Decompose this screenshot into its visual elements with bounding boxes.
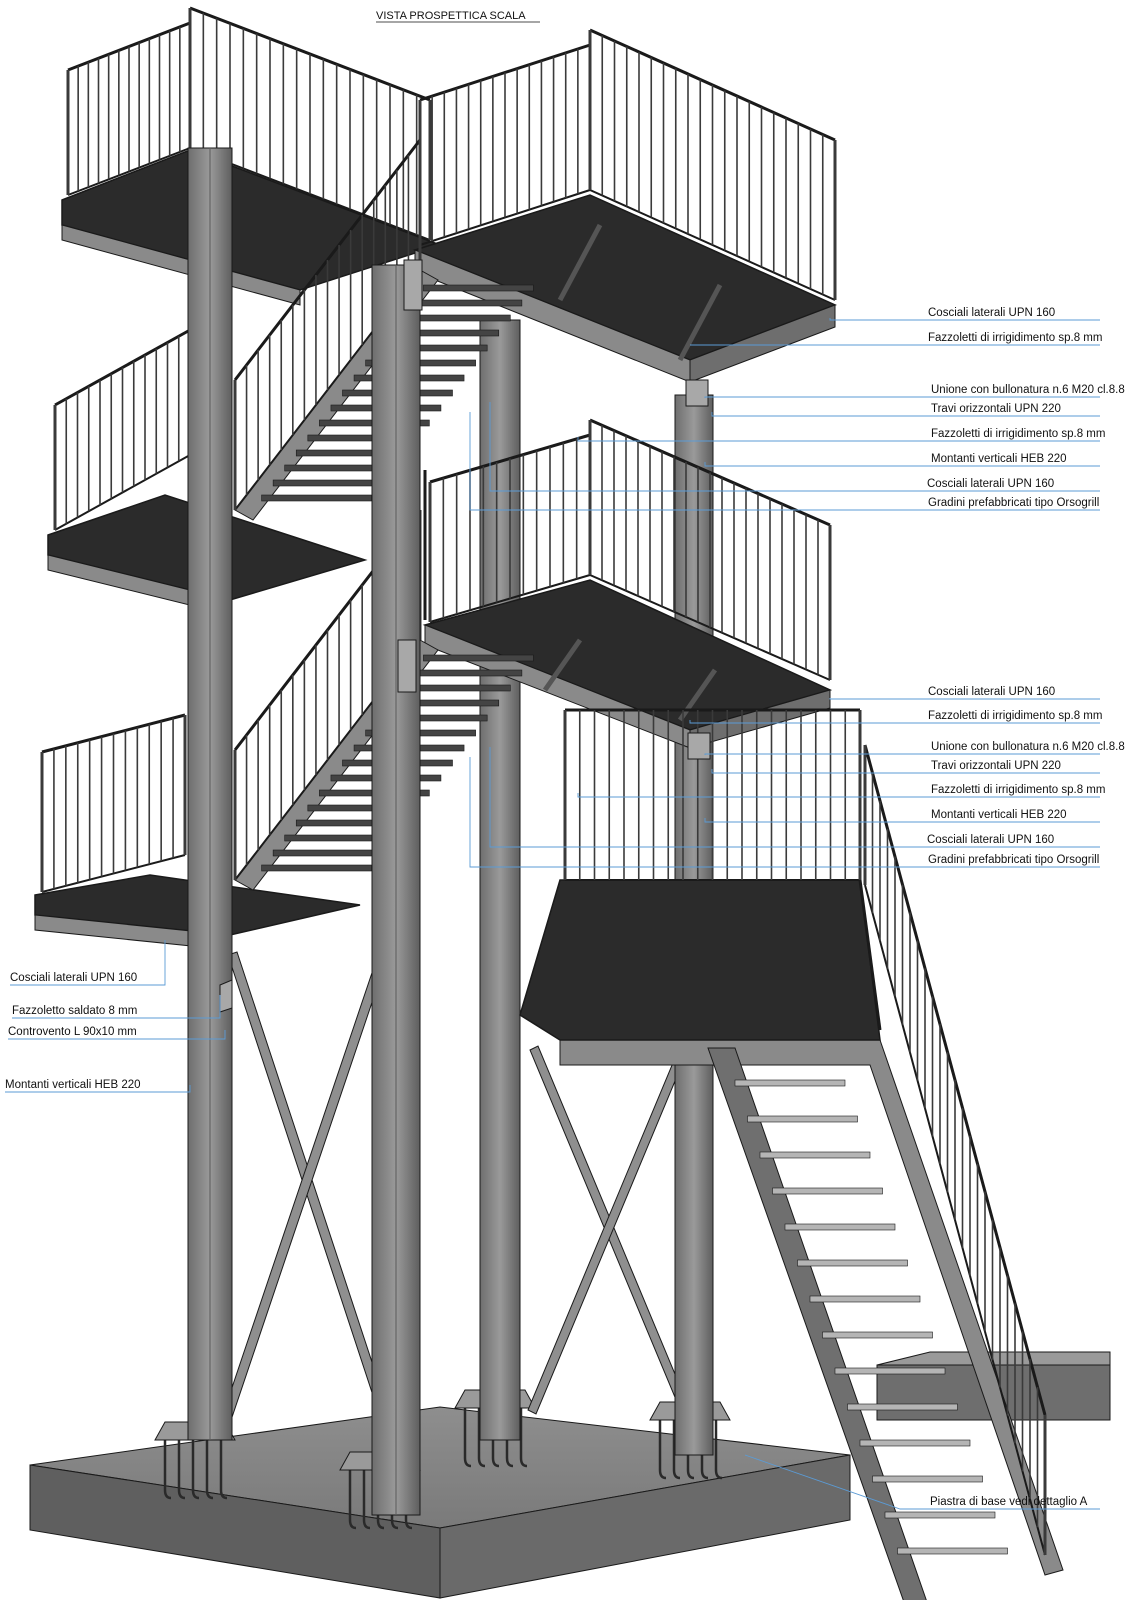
bracing: [216, 951, 691, 1436]
railing-mid-right-back: [588, 418, 832, 681]
stair-tread: [884, 1511, 996, 1519]
anchor-bolt: [672, 1420, 681, 1480]
callout-label: Gradini prefabbricati tipo Orsogrill: [928, 497, 1099, 509]
anchor-bolt: [404, 1470, 413, 1530]
callout-label: Montanti verticali HEB 220: [5, 1079, 141, 1091]
landing-low-right: [519, 708, 882, 1041]
leader-line: [704, 462, 1100, 467]
callout-label: Unione con bullonatura n.6 M20 cl.8.8: [931, 741, 1125, 753]
anchor-bolt: [658, 1420, 667, 1480]
callout-label: Piastra di base vedi dettaglio A: [930, 1496, 1088, 1508]
anchor-bolt: [191, 1440, 200, 1500]
leader-line: [744, 1454, 1100, 1510]
callout-label: Cosciali laterali UPN 160: [928, 686, 1055, 698]
anchor-bolt: [505, 1408, 514, 1468]
stair-tread: [772, 1187, 883, 1195]
railing-top-right-back: [588, 28, 837, 301]
leader-line: [704, 818, 1100, 823]
callout-label: Travi orizzontali UPN 220: [931, 403, 1061, 415]
landings: [34, 6, 882, 1041]
leader-line: [577, 793, 1100, 798]
leader-line: [829, 318, 1100, 321]
drawing-title: VISTA PROSPETTICA SCALA: [376, 10, 526, 22]
leader-line: [469, 757, 1100, 868]
callout-label: Controvento L 90x10 mm: [8, 1026, 137, 1038]
leader-line: [711, 769, 1100, 774]
anchor-bolt: [390, 1470, 399, 1530]
post-low-right: [858, 879, 882, 1031]
callout-label: Montanti verticali HEB 220: [931, 453, 1067, 465]
callout-label: Cosciali laterali UPN 160: [10, 972, 137, 984]
leader-line: [8, 1030, 226, 1040]
leader-line: [489, 402, 1100, 492]
anchor-bolt: [163, 1440, 172, 1500]
leader-line: [711, 412, 1100, 417]
callout-label: Fazzoletti di irrigidimento sp.8 mm: [931, 784, 1105, 796]
leader-lines: [5, 318, 1100, 1510]
leader-line: [489, 747, 1100, 848]
anchor-bolt: [519, 1408, 528, 1468]
callout-label: Fazzoletti di irrigidimento sp.8 mm: [928, 332, 1102, 344]
railing-top-left-back: [188, 6, 432, 241]
callout-label: Gradini prefabbricati tipo Orsogrill: [928, 854, 1099, 866]
landing-top-right: [412, 28, 837, 383]
leader-line: [469, 412, 1100, 511]
stair-tread: [834, 1367, 946, 1375]
callout-label: Unione con bullonatura n.6 M20 cl.8.8: [931, 384, 1125, 396]
anchor-bolt: [362, 1470, 371, 1530]
railing-low-left: [40, 713, 187, 893]
callout-label: Fazzoletti di irrigidimento sp.8 mm: [931, 428, 1105, 440]
leader-line: [704, 396, 1100, 398]
stair-tread: [759, 1151, 871, 1159]
stair-tread: [822, 1331, 933, 1339]
flight-upper-rail: [233, 139, 422, 511]
anchor-bolt: [686, 1420, 695, 1480]
anchor-bolt: [477, 1408, 486, 1468]
anchor-bolt: [700, 1420, 709, 1480]
railing-low-right-back: [563, 708, 862, 881]
leader-line: [10, 940, 166, 986]
stair-tread: [797, 1259, 908, 1267]
stair-tread: [809, 1295, 921, 1303]
front-columns: [187, 147, 421, 1516]
stair-tread: [859, 1439, 971, 1447]
stair-tread: [747, 1115, 858, 1123]
callout-label: Fazzoletto saldato 8 mm: [12, 1005, 137, 1017]
stair-tread: [897, 1547, 1008, 1555]
callout-label: Cosciali laterali UPN 160: [928, 307, 1055, 319]
stair-tread: [847, 1403, 958, 1411]
callout-label: Travi orizzontali UPN 220: [931, 760, 1061, 772]
anchor-bolt: [205, 1440, 214, 1500]
leader-line: [704, 753, 1100, 755]
railing-lower-stair: [863, 744, 1047, 1556]
callout-label: Fazzoletti di irrigidimento sp.8 mm: [928, 710, 1102, 722]
stair-tread: [872, 1475, 983, 1483]
leader-line: [689, 720, 1100, 724]
stair-tread: [784, 1223, 896, 1231]
leader-line: [12, 995, 221, 1019]
foundation: [29, 1406, 851, 1599]
landing-top-left: [61, 6, 443, 306]
gusset-plates: [219, 259, 711, 1013]
leader-line: [5, 1085, 191, 1093]
anchor-bolt: [714, 1420, 723, 1480]
anchor-bolt: [376, 1470, 385, 1530]
anchor-bolt: [491, 1408, 500, 1468]
stair-tread: [734, 1079, 846, 1087]
anchor-bolt: [219, 1440, 228, 1500]
anchor-bolt: [463, 1408, 472, 1468]
callout-label: Montanti verticali HEB 220: [931, 809, 1067, 821]
leader-line: [577, 437, 1100, 442]
callout-label: Cosciali laterali UPN 160: [927, 478, 1054, 490]
callout-label: Cosciali laterali UPN 160: [927, 834, 1054, 846]
anchor-bolt: [177, 1440, 186, 1500]
anchor-bolt: [348, 1470, 357, 1530]
leader-line: [829, 698, 1100, 700]
